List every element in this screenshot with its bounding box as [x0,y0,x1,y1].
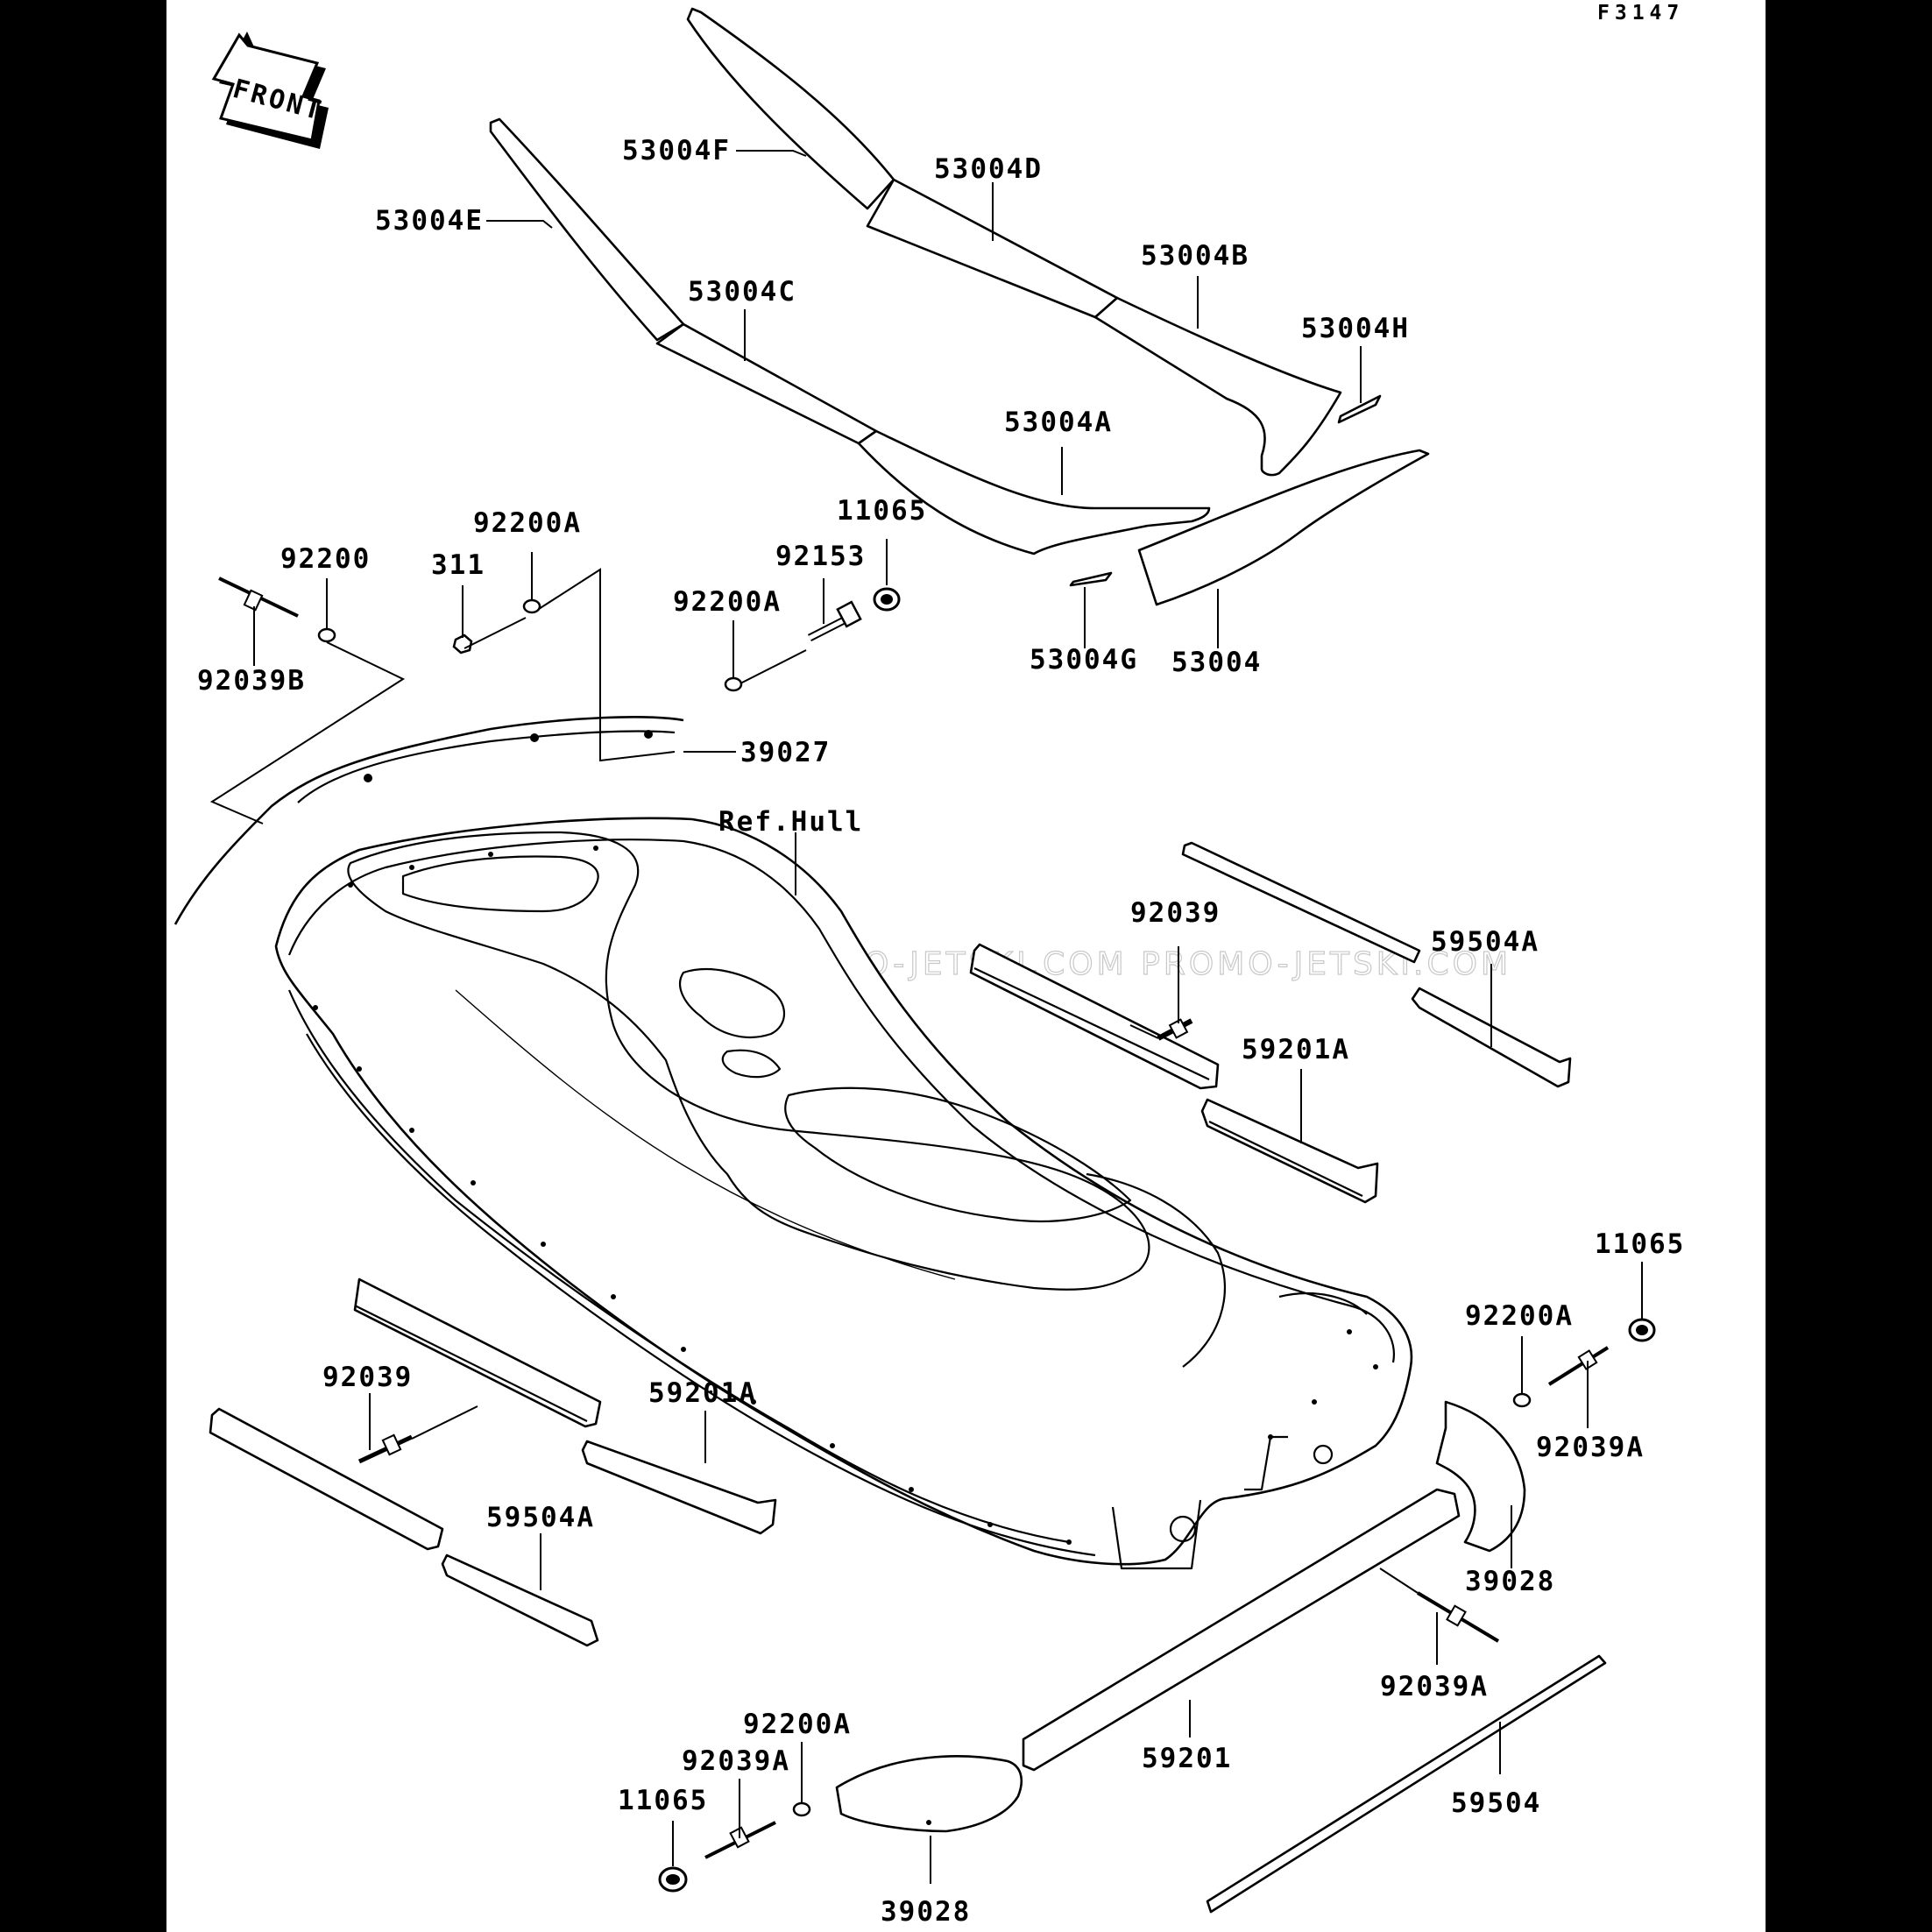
mat-53004G [1069,571,1113,587]
callout-92039A-right: 92039A [1536,1432,1645,1463]
callout-59201A-left: 59201A [648,1377,757,1409]
callout-53004B: 53004B [1141,240,1249,272]
cap-11065-bottom-icon [658,1866,688,1893]
pin-92039-left-icon [357,1433,414,1464]
bolt-92153-icon [807,600,862,642]
callout-11065-top: 11065 [837,495,927,527]
callout-92153: 92153 [775,541,866,572]
washer-92200A-top-icon [522,598,541,614]
callout-11065-bottom: 11065 [618,1785,708,1816]
bumper-39028-right [1435,1400,1526,1553]
strip-59201 [1022,1488,1461,1772]
callout-53004F: 53004F [622,135,731,166]
strip-59504 [1206,1654,1607,1914]
callout-92200A-mid: 92200A [673,586,782,618]
fasteners [218,577,1656,1893]
callout-311: 311 [431,549,485,581]
nut-311-icon [452,633,473,655]
strip-59504A-left-short [441,1553,599,1647]
washer-92200-icon [317,627,336,643]
callout-92200A-bottom: 92200A [743,1709,852,1740]
callout-92200A-right: 92200A [1465,1300,1574,1332]
strip-59504A-left-long [209,1407,444,1551]
figure-code: F3147 [1597,2,1684,25]
pin-92039A-right-icon [1547,1346,1610,1386]
callout-59504: 59504 [1451,1787,1541,1819]
callout-92039-right: 92039 [1130,897,1221,929]
washer-92200A-mid-icon [724,676,743,692]
cap-11065-right-icon [1628,1318,1656,1342]
callout-59504A-right: 59504A [1431,926,1539,958]
mat-53004E [489,117,685,342]
sponsons-strips [209,841,1607,1914]
callout-39027: 39027 [740,737,831,768]
rear-trim-39027 [173,716,684,925]
callout-53004E: 53004E [375,205,484,237]
mat-53004-rear [1137,449,1430,606]
strip-59201A-left [581,1440,777,1535]
callout-92039A-low: 92039A [1380,1671,1489,1702]
reference-label: Ref.Hull [718,806,863,838]
callout-11065-right: 11065 [1595,1228,1685,1260]
callout-39028-bottom: 39028 [881,1896,971,1928]
pin-92039-right-icon [1157,1018,1193,1041]
strip-59504A-right-long [1181,841,1421,964]
callout-59504A-left: 59504A [486,1502,595,1533]
hull-body [274,817,1413,1570]
seat-mat-group [489,7,1430,606]
callout-labels: 53004F 53004D 53004E 53004B 53004C 53004… [197,135,1685,1928]
pin-92039B-icon [218,577,299,618]
callout-92200: 92200 [280,543,371,575]
strip-right-upper-92039 [969,943,1220,1090]
callout-53004H: 53004H [1301,313,1410,344]
callout-53004D: 53004D [934,153,1043,185]
callout-59201A-right: 59201A [1242,1034,1350,1065]
callout-92039B: 92039B [197,665,306,697]
hull-rivets [313,846,1378,1545]
callout-53004C: 53004C [688,276,796,308]
mat-53004B [1093,296,1342,477]
callout-53004A: 53004A [1004,407,1113,438]
bumper-39028-bottom [835,1755,1023,1833]
mat-53004H [1337,394,1382,424]
washer-92200A-bottom-icon [792,1801,811,1817]
leader-lines [209,150,1643,1884]
callout-59201: 59201 [1142,1743,1232,1774]
callout-53004: 53004 [1171,647,1262,678]
pin-92039A-low-icon [1416,1591,1500,1643]
mat-53004A [857,429,1211,556]
callout-92039-left: 92039 [322,1362,413,1393]
cap-11065-top-icon [873,587,901,612]
callout-53004G: 53004G [1030,644,1138,676]
mat-53004F [686,7,895,210]
callout-39028-right: 39028 [1465,1566,1555,1597]
callout-92200A-top: 92200A [473,507,582,539]
callout-92039A-bottom: 92039A [682,1745,790,1777]
washer-92200A-right-icon [1512,1392,1532,1408]
strip-left-92039 [353,1277,602,1428]
front-arrow-icon: FRONT [211,32,329,149]
strip-59201A-right [1200,1098,1379,1204]
